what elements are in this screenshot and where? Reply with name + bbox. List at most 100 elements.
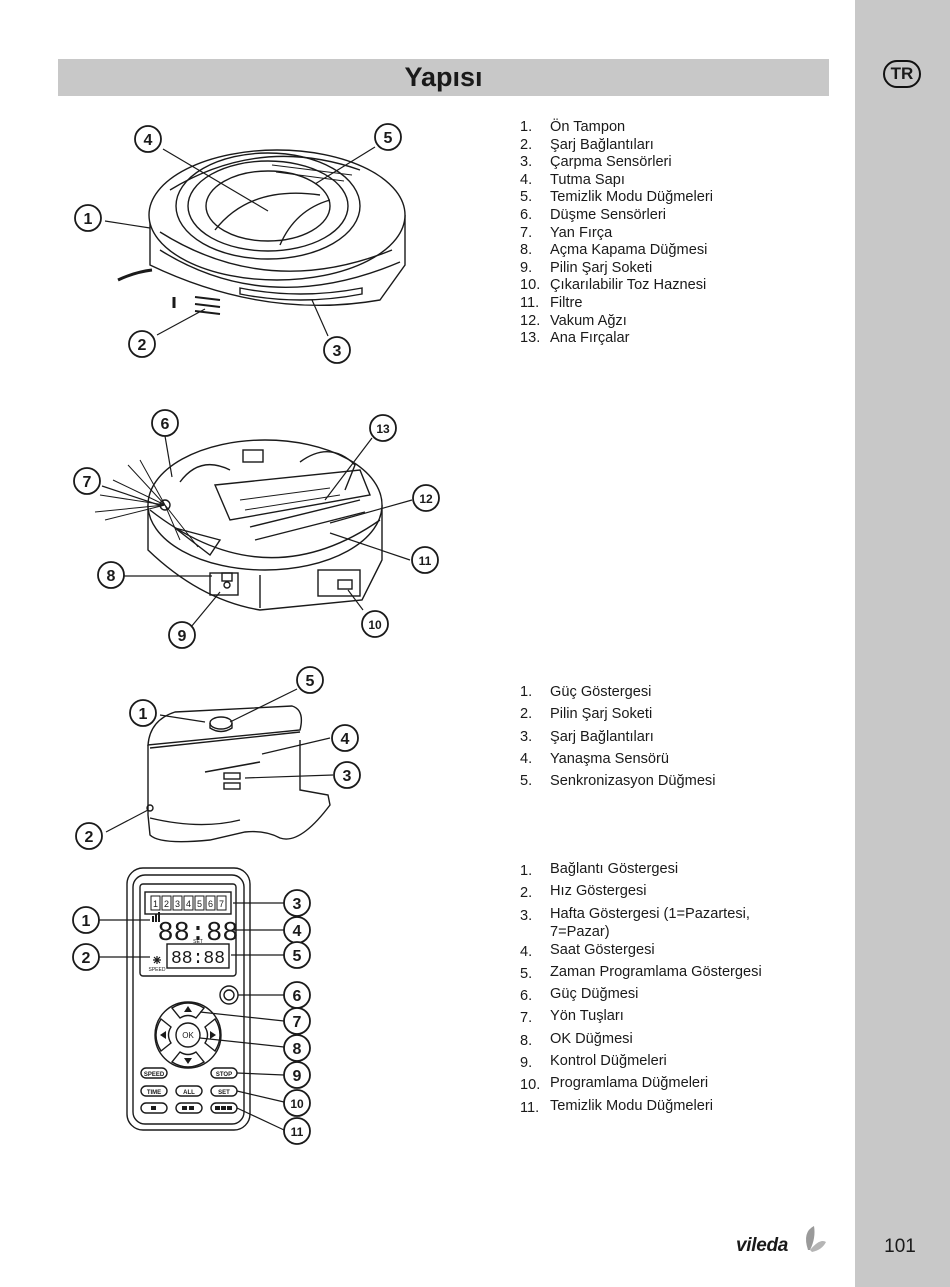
legend-item-number: 2. [520, 706, 533, 723]
legend-item: 3.Şarj Bağlantıları [520, 726, 715, 748]
legend-item-label: Düşme Sensörleri [550, 206, 666, 223]
legend-item: 9. Kontrol Düğmeleri [520, 1052, 780, 1074]
callout-num: 9 [178, 628, 187, 645]
legend-item: 10.Programlama Düğmeleri [520, 1074, 780, 1096]
legend-remote: 1. Bağlantı Göstergesi 2. Hız Göstergesi 3.H… [520, 860, 780, 1119]
page-title: Yapısı [404, 62, 483, 92]
callout-num: 10 [290, 1097, 304, 1111]
callout-num: 9 [293, 1068, 302, 1085]
legend-item-number: 4. [520, 171, 533, 188]
legend-item-number: 1. [520, 119, 533, 135]
legend-item-number: 6. [520, 206, 533, 223]
legend-item-label: OK Düğmesi [550, 1030, 633, 1047]
legend-item: 5. Senkronizasyon Düğmesi [520, 770, 715, 792]
legend-item-label: Yanaşma Sensörü [550, 750, 669, 767]
legend-item-label: Şarj Bağlantıları [550, 136, 654, 153]
day-6: 6 [208, 899, 213, 909]
remote-lcd: 1 2 3 4 5 6 7 88:88 SET 88:88 SPEED OK S… [144, 899, 239, 1096]
language-badge: TR [883, 60, 921, 88]
set-button-label: SET [218, 1090, 230, 1096]
stop-button-label: STOP [216, 1072, 232, 1078]
legend-item: 2.Pilin Şarj Soketi [520, 703, 715, 725]
robot-top-illustration [117, 149, 406, 315]
speed-button-label: SPEED [144, 1072, 165, 1078]
day-2: 2 [164, 899, 169, 909]
speed-indicator-label: SPEED [149, 967, 166, 973]
legend-item-number: 1. [520, 684, 533, 700]
legend-item-number: 8. [520, 1032, 533, 1049]
callout-num: 7 [83, 474, 92, 491]
legend-item: 2. Şarj Bağlantıları [520, 137, 713, 155]
callout-num: 11 [291, 1125, 304, 1139]
legend-item: 1.Ön Tampon [520, 119, 713, 137]
legend-item-label: Tutma Sapı [550, 171, 625, 188]
legend-item-number: 2. [520, 885, 533, 902]
callout-num: 4 [144, 132, 153, 149]
callout-num: 1 [139, 706, 148, 723]
legend-item-number: 3. [520, 907, 533, 924]
legend-item: 8. OK Düğmesi [520, 1030, 780, 1052]
legend-item-number: 1. [520, 863, 533, 879]
legend-item-label: Pilin Şarj Soketi [550, 259, 653, 276]
legend-item: 7.Yan Fırça [520, 225, 713, 243]
all-button-label: ALL [183, 1090, 195, 1096]
legend-item-number: 5. [520, 773, 533, 790]
legend-item-label: Açma Kapama Düğmesi [550, 242, 708, 259]
legend-item-label: Temizlik Modu Düğmeleri [550, 189, 714, 206]
day-1: 1 [153, 899, 158, 909]
legend-item: 9.Pilin Şarj Soketi [520, 260, 713, 278]
day-5: 5 [197, 899, 202, 909]
legend-item-label: Kontrol Düğmeleri [550, 1053, 667, 1070]
legend-item-label: Temizlik Modu Düğmeleri [550, 1097, 714, 1114]
legend-item-label: Senkronizasyon Düğmesi [550, 773, 716, 790]
legend-item: 2. Hız Göstergesi [520, 882, 780, 904]
legend-item-label: Yan Fırça [550, 224, 613, 241]
callout-num: 6 [161, 416, 170, 433]
legend-item-number: 10. [520, 277, 541, 294]
legend-item-number: 3. [520, 728, 533, 745]
ok-label: OK [182, 1031, 194, 1040]
legend-item-number: 10. [520, 1077, 541, 1094]
legend-item-label: Güç Düğmesi [550, 986, 639, 1003]
callout-num: 4 [293, 923, 302, 940]
illustrations: 1 2 3 4 5 6 7 88:88 SET 88:88 SPEED OK S… [72, 123, 440, 1145]
legend-item-label: Zaman Programlama Göstergesi [550, 963, 762, 980]
day-4: 4 [186, 899, 191, 909]
legend-item-number: 2. [520, 136, 533, 153]
legend-item-label: Vakum Ağzı [550, 312, 627, 329]
callout-num: 1 [84, 211, 93, 228]
legend-item: 4.Yanaşma Sensörü [520, 748, 715, 770]
legend-item-label: Bağlantı Göstergesi [550, 861, 679, 877]
brand-logo: vileda [736, 1222, 836, 1262]
legend-item-number: 9. [520, 1055, 533, 1072]
time-button-label: TIME [147, 1090, 161, 1096]
legend-item: 3.Hafta Göstergesi (1=Pazartesi, 7=Pazar… [520, 905, 780, 941]
legend-item-number: 11. [520, 294, 540, 311]
remote-leaders [97, 902, 285, 1131]
callout-num: 12 [419, 492, 433, 506]
legend-item: 11.Filtre [520, 295, 713, 313]
callout-num: 6 [293, 988, 302, 1005]
legend-item-number: 7. [520, 1010, 533, 1027]
side-tab [855, 0, 950, 1287]
legend-item: 10. Çıkarılabilir Toz Haznesi [520, 277, 713, 295]
robot-top-leaders [104, 146, 376, 337]
legend-item-label: Yön Tuşları [550, 1008, 624, 1025]
callout-num: 5 [306, 673, 315, 690]
day-7: 7 [219, 899, 224, 909]
legend-item-label: Güç Göstergesi [550, 684, 652, 700]
legend-item-label: Hız Göstergesi [550, 883, 647, 900]
callout-num: 8 [293, 1041, 302, 1058]
callout-num: 7 [293, 1014, 302, 1031]
callout-num: 5 [293, 948, 302, 965]
robot-bottom-illustration [94, 439, 383, 611]
legend-item: 4. Tutma Sapı [520, 172, 713, 190]
legend-item-number: 6. [520, 988, 533, 1005]
title-bar: Yapısı [58, 59, 829, 96]
callout-num: 8 [107, 568, 116, 585]
legend-item-label: Çıkarılabilir Toz Haznesi [550, 277, 707, 294]
legend-item: 8.Açma Kapama Düğmesi [520, 242, 713, 260]
legend-item: 5.Temizlik Modu Düğmeleri [520, 189, 713, 207]
